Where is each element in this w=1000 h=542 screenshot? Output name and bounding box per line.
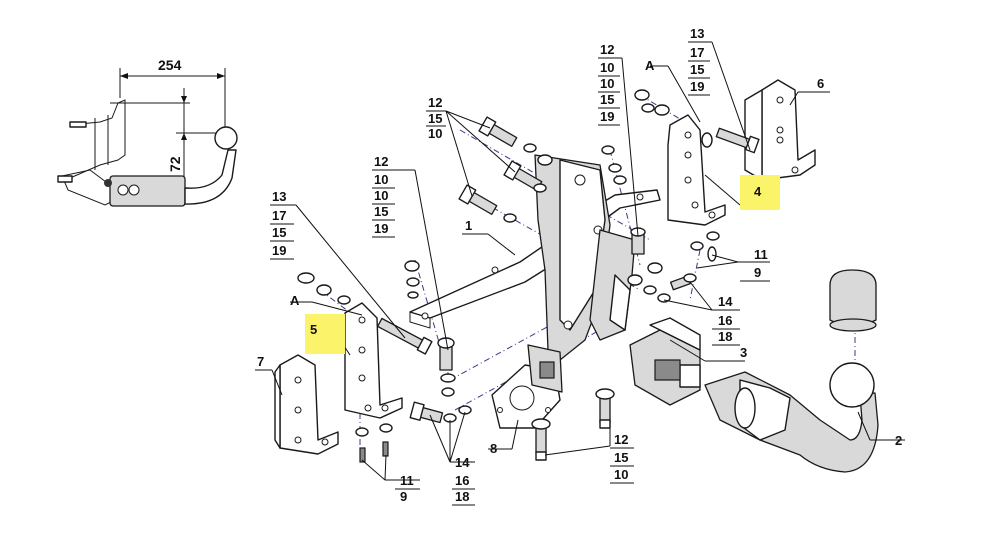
label-18: 18 — [718, 329, 732, 344]
part-7-left-side-bracket — [274, 354, 339, 455]
label-8: 8 — [490, 441, 497, 456]
label-12: 12 — [428, 95, 442, 110]
label-16: 16 — [718, 313, 732, 328]
label-14: 14 — [718, 294, 733, 309]
label-19: 19 — [374, 221, 388, 236]
part-4-right-bracket — [667, 114, 726, 226]
label-6: 6 — [817, 76, 824, 91]
label-15: 15 — [600, 92, 614, 107]
label-12: 12 — [614, 432, 628, 447]
label-19: 19 — [272, 243, 286, 258]
label-15: 15 — [272, 225, 286, 240]
label-11: 11 — [754, 247, 768, 262]
inset-dim-width: 254 — [158, 57, 182, 73]
label-5: 5 — [310, 322, 317, 337]
label-12: 12 — [600, 42, 614, 57]
label-9: 9 — [754, 265, 761, 280]
part-8-socket-plate — [491, 344, 563, 429]
label-15: 15 — [428, 111, 442, 126]
label-10: 10 — [600, 76, 614, 91]
label-13: 13 — [272, 189, 286, 204]
label-10: 10 — [614, 467, 628, 482]
label-17: 17 — [690, 45, 704, 60]
label-A: A — [645, 58, 655, 73]
highlight-5 — [305, 314, 345, 354]
label-13: 13 — [690, 26, 704, 41]
label-10: 10 — [374, 172, 388, 187]
fasteners — [297, 89, 760, 463]
label-15: 15 — [614, 450, 628, 465]
label-18: 18 — [455, 489, 469, 504]
leader-lines — [255, 41, 905, 481]
part-2-towball-arm — [704, 269, 879, 473]
label-4: 4 — [754, 184, 762, 199]
label-19: 19 — [690, 79, 704, 94]
callout-labels: 12 15 10 12 10 10 15 19 12 10 10 15 19 1… — [257, 26, 902, 506]
inset-overview: 254 72 — [57, 57, 238, 207]
highlight-4 — [740, 175, 780, 210]
part-6-right-side-bracket — [744, 79, 816, 181]
label-10: 10 — [600, 60, 614, 75]
label-10: 10 — [428, 126, 442, 141]
label-7: 7 — [257, 354, 264, 369]
label-11: 11 — [400, 473, 414, 488]
label-1: 1 — [465, 218, 472, 233]
inset-dim-height: 72 — [167, 156, 183, 172]
label-9: 9 — [400, 489, 407, 504]
label-2: 2 — [895, 433, 902, 448]
label-17: 17 — [272, 208, 286, 223]
label-15: 15 — [374, 204, 388, 219]
label-A: A — [290, 293, 300, 308]
part-3-receiver-block — [534, 154, 701, 406]
label-19: 19 — [600, 109, 614, 124]
label-16: 16 — [455, 473, 469, 488]
label-14: 14 — [455, 455, 470, 470]
label-10: 10 — [374, 188, 388, 203]
part-5-left-bracket — [344, 302, 403, 419]
label-12: 12 — [374, 154, 388, 169]
label-15: 15 — [690, 62, 704, 77]
label-3: 3 — [740, 345, 747, 360]
